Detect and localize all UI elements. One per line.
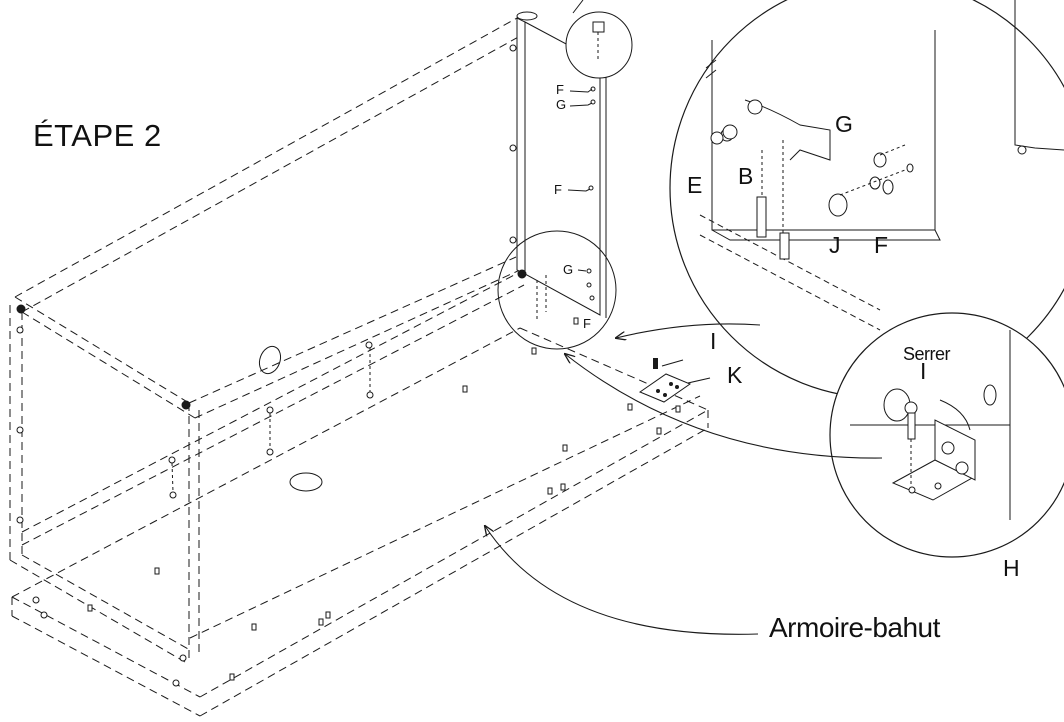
callout-k-main: K <box>727 362 743 388</box>
step-title: ÉTAPE 2 <box>33 118 162 153</box>
callout-f-panel-upper: F <box>556 82 564 97</box>
detail-circle-bottom <box>829 312 1064 558</box>
product-label: Armoire-bahut <box>769 612 940 643</box>
callout-h-detail: H <box>1003 555 1020 581</box>
detail-circle-medium <box>497 230 617 350</box>
shelf <box>21 271 701 639</box>
cabinet-carcass <box>9 11 709 717</box>
bottom-panel <box>11 327 709 717</box>
callout-j-detail: J <box>829 232 841 258</box>
callout-g-detail: G <box>835 111 853 137</box>
partial-cabinet-edge <box>1014 0 1064 151</box>
dowel-guides <box>171 275 547 493</box>
callout-i-detail: I <box>920 358 927 384</box>
callout-f-panel-lower: F <box>583 316 591 331</box>
tighten-instruction: Serrer <box>903 344 951 364</box>
detail-circle-top <box>669 0 1064 399</box>
top-panel <box>14 17 523 419</box>
left-side-panel <box>9 305 191 663</box>
edge-foot <box>1017 145 1027 155</box>
panel-callout-leaders <box>567 86 596 301</box>
callout-e-detail: E <box>687 172 703 198</box>
callout-i-main: I <box>710 328 717 354</box>
grommet-hole-upper <box>258 345 282 375</box>
connector-plate-k <box>638 358 692 403</box>
front-panel <box>188 403 200 660</box>
callout-g-panel-upper: G <box>556 97 567 112</box>
callout-b-detail: B <box>738 163 754 189</box>
callout-g-panel-lower: G <box>563 262 574 277</box>
cam-lock-small <box>592 21 605 33</box>
pointer-arrows <box>485 323 883 635</box>
callout-f-detail: F <box>874 232 889 258</box>
grommet-hole-lower <box>289 472 323 492</box>
hardware-pins <box>16 44 681 687</box>
callout-f-panel-middle: F <box>554 182 562 197</box>
right-side-panel <box>516 11 607 318</box>
detail-circle-small <box>565 11 633 79</box>
